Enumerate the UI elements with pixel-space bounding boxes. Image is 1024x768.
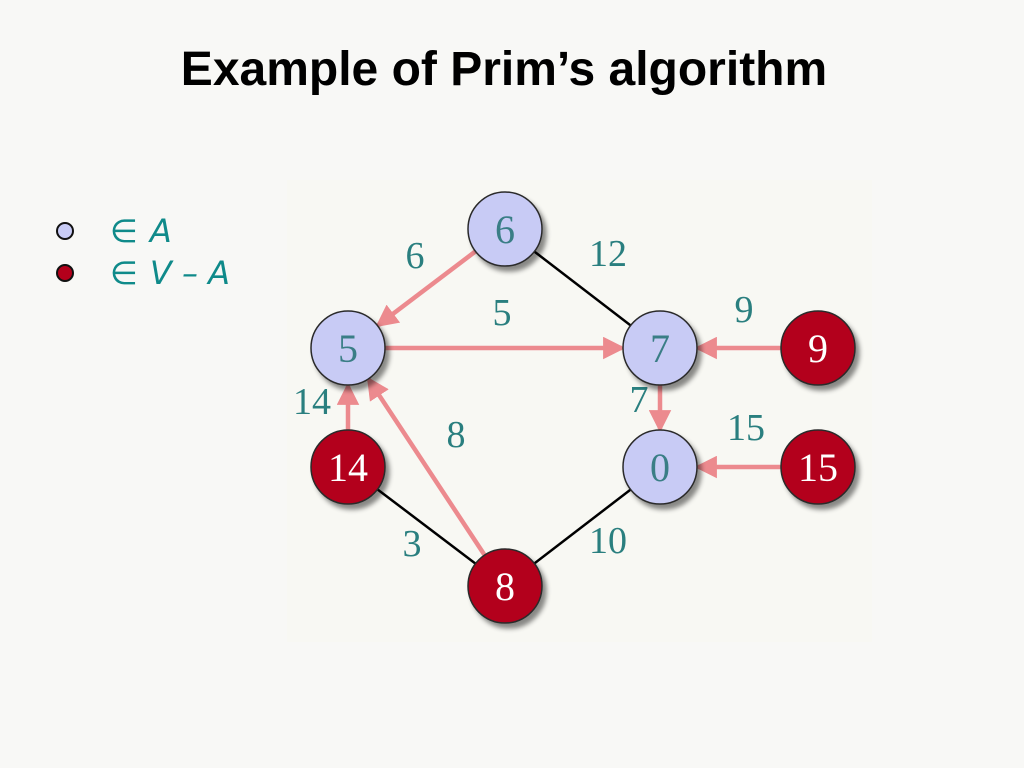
edge-weight-label: 10 (589, 520, 627, 562)
vertex-6: 6 (467, 191, 543, 267)
vertex-key-label: 9 (808, 326, 828, 371)
edge-weight-label: 12 (589, 233, 627, 275)
element-of-symbol: ∈ (110, 212, 138, 250)
edge-weight-label: 8 (447, 414, 466, 456)
vertex-key-label: 5 (338, 326, 358, 371)
vertex-circle (780, 429, 856, 505)
circle-icon (56, 264, 74, 282)
vertex-9: 9 (780, 310, 856, 386)
vertex-circle (467, 548, 543, 624)
vertex-circle (622, 310, 698, 386)
edge-8-5 (366, 376, 487, 557)
vertex-key-label: 6 (495, 207, 515, 252)
vertex-circle (310, 429, 386, 505)
edge-weight-label: 14 (293, 381, 331, 423)
vertex-circle (467, 191, 543, 267)
edge-weight-label: 7 (630, 379, 649, 421)
element-of-symbol: ∈ (110, 254, 138, 292)
edge-weight-label: 15 (727, 407, 765, 449)
vertex-7: 7 (622, 310, 698, 386)
vertex-key-label: 8 (495, 564, 515, 609)
legend-set-label: V – A (149, 254, 230, 292)
vertex-8: 8 (467, 548, 543, 624)
vertex-14: 14 (310, 429, 386, 505)
vertex-key-label: 14 (328, 445, 368, 490)
edge-weight-label: 9 (735, 289, 754, 331)
slide-title: Example of Prim’s algorithm (180, 43, 828, 96)
edge-weight-label: 5 (493, 292, 512, 334)
edge-6-5 (375, 249, 477, 328)
vertex-circle (622, 429, 698, 505)
vertex-5: 5 (310, 310, 386, 386)
vertex-key-label: 0 (650, 445, 670, 490)
graph-panel (287, 180, 872, 642)
vertex-circle (310, 310, 386, 386)
vertex-key-label: 7 (650, 326, 670, 371)
edge-weight-label: 3 (403, 523, 422, 565)
edge-weight-label: 6 (406, 235, 425, 277)
vertex-15: 15 (780, 429, 856, 505)
vertex-0: 0 (622, 429, 698, 505)
vertex-circle (780, 310, 856, 386)
vertex-key-label: 15 (798, 445, 838, 490)
circle-icon (56, 222, 74, 240)
legend-set-label: A (149, 212, 172, 250)
